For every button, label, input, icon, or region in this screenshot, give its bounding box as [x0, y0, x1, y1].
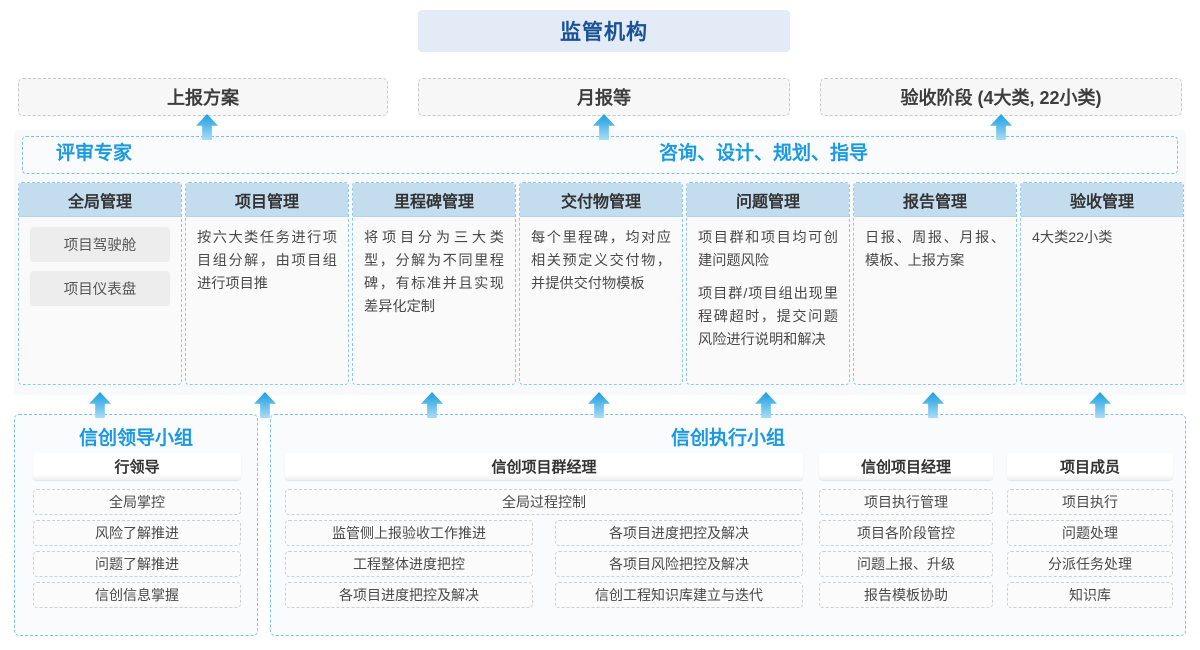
management-column-body: 将项目分为三大类型，分解为不同里程碑，有标准并且实现差异化定制 [353, 217, 515, 327]
management-column: 验收管理 4大类22小类 [1020, 182, 1184, 385]
leadership-group-title: 信创领导小组 [78, 428, 193, 449]
management-paragraph: 项目群和项目均可创建问题风险 [698, 230, 838, 269]
management-column-header[interactable]: 报告管理 [854, 183, 1016, 217]
report-box-monthly: 月报等 [418, 78, 790, 116]
leadership-task[interactable]: 风险了解推进 [33, 520, 241, 546]
execution-task[interactable]: 信创工程知识库建立与迭代 [555, 582, 803, 608]
management-column: 问题管理项目群和项目均可创建问题风险项目群/项目组出现里程碑超时，提交问题风险进… [686, 182, 850, 385]
execution-task[interactable]: 项目执行管理 [819, 489, 993, 515]
execution-task[interactable]: 项目各阶段管控 [819, 520, 993, 546]
execution-task[interactable]: 问题上报、升级 [819, 551, 993, 577]
management-column-body: 4大类22小类 [1021, 217, 1183, 258]
execution-task[interactable]: 各项目风险把控及解决 [555, 551, 803, 577]
management-title-bar [22, 136, 1178, 174]
execution-task[interactable]: 监管侧上报验收工作推进 [285, 520, 533, 546]
management-column: 全局管理项目驾驶舱项目仪表盘 [18, 182, 182, 385]
execution-group-title: 信创执行小组 [670, 428, 785, 449]
execution-task[interactable]: 各项目进度把控及解决 [555, 520, 803, 546]
management-band: 评审专家 咨询、设计、规划、指导 全局管理项目驾驶舱项目仪表盘项目管理按六大类任… [14, 130, 1186, 395]
execution-task[interactable]: 工程整体进度把控 [285, 551, 533, 577]
role-head-bank-leader[interactable]: 行领导 [33, 453, 241, 480]
management-chip[interactable]: 项目驾驶舱 [30, 227, 170, 262]
leadership-task[interactable]: 问题了解推进 [33, 551, 241, 577]
management-paragraph: 每个里程碑，均对应相关预定义交付物，并提供交付物模板 [531, 230, 671, 292]
management-column: 交付物管理每个里程碑，均对应相关预定义交付物，并提供交付物模板 [519, 182, 683, 385]
execution-task[interactable]: 知识库 [1007, 582, 1173, 608]
leadership-task[interactable]: 信创信息掌握 [33, 582, 241, 608]
management-column-header[interactable]: 问题管理 [687, 183, 849, 217]
management-column-header[interactable]: 验收管理 [1021, 183, 1183, 217]
role-head-program-manager[interactable]: 信创项目群经理 [285, 453, 803, 480]
management-column: 报告管理日报、周报、月报、模板、上报方案 [853, 182, 1017, 385]
execution-task[interactable]: 各项目进度把控及解决 [285, 582, 533, 608]
consulting-label: 咨询、设计、规划、指导 [659, 143, 869, 164]
role-head-project-member[interactable]: 项目成员 [1007, 453, 1173, 480]
report-box-plan: 上报方案 [18, 78, 388, 116]
leadership-group-box: 信创领导小组 行领导 全局掌控风险了解推进问题了解推进信创信息掌握 [14, 414, 258, 636]
management-paragraph: 将项目分为三大类型，分解为不同里程碑，有标准并且实现差异化定制 [364, 230, 504, 315]
report-box-acceptance: 验收阶段 (4大类, 22小类) [820, 78, 1182, 116]
management-column-body: 项目群和项目均可创建问题风险项目群/项目组出现里程碑超时，提交问题风险进行说明和… [687, 217, 849, 360]
execution-task[interactable]: 项目执行 [1007, 489, 1173, 515]
management-column-header[interactable]: 里程碑管理 [353, 183, 515, 217]
management-column-body: 每个里程碑，均对应相关预定义交付物，并提供交付物模板 [520, 217, 682, 304]
leadership-task[interactable]: 全局掌控 [33, 489, 241, 515]
management-chip[interactable]: 项目仪表盘 [30, 271, 170, 306]
management-paragraph: 按六大类任务进行项目组分解，由项目组进行项目推 [197, 230, 337, 292]
execution-task-global-process[interactable]: 全局过程控制 [285, 489, 803, 515]
execution-task[interactable]: 报告模板协助 [819, 582, 993, 608]
management-column-body: 按六大类任务进行项目组分解，由项目组进行项目推 [186, 217, 348, 304]
management-paragraph: 4大类22小类 [1032, 230, 1113, 246]
management-paragraph: 项目群/项目组出现里程碑超时，提交问题风险进行说明和解决 [698, 286, 838, 348]
execution-task[interactable]: 分派任务处理 [1007, 551, 1173, 577]
management-column-header[interactable]: 项目管理 [186, 183, 348, 217]
execution-task[interactable]: 问题处理 [1007, 520, 1173, 546]
review-experts-label: 评审专家 [56, 143, 133, 164]
role-head-project-manager[interactable]: 信创项目经理 [819, 453, 993, 480]
management-column-body: 日报、周报、月报、模板、上报方案 [854, 217, 1016, 281]
management-column-header[interactable]: 交付物管理 [520, 183, 682, 217]
management-column: 里程碑管理将项目分为三大类型，分解为不同里程碑，有标准并且实现差异化定制 [352, 182, 516, 385]
management-column-header[interactable]: 全局管理 [19, 183, 181, 217]
management-column-body: 项目驾驶舱项目仪表盘 [19, 217, 181, 323]
management-paragraph: 日报、周报、月报、模板、上报方案 [865, 230, 1005, 269]
management-column: 项目管理按六大类任务进行项目组分解，由项目组进行项目推 [185, 182, 349, 385]
execution-group-box: 信创执行小组 信创项目群经理全局过程控制监管侧上报验收工作推进工程整体进度把控各… [270, 414, 1186, 636]
regulator-box: 监管机构 [418, 10, 790, 52]
